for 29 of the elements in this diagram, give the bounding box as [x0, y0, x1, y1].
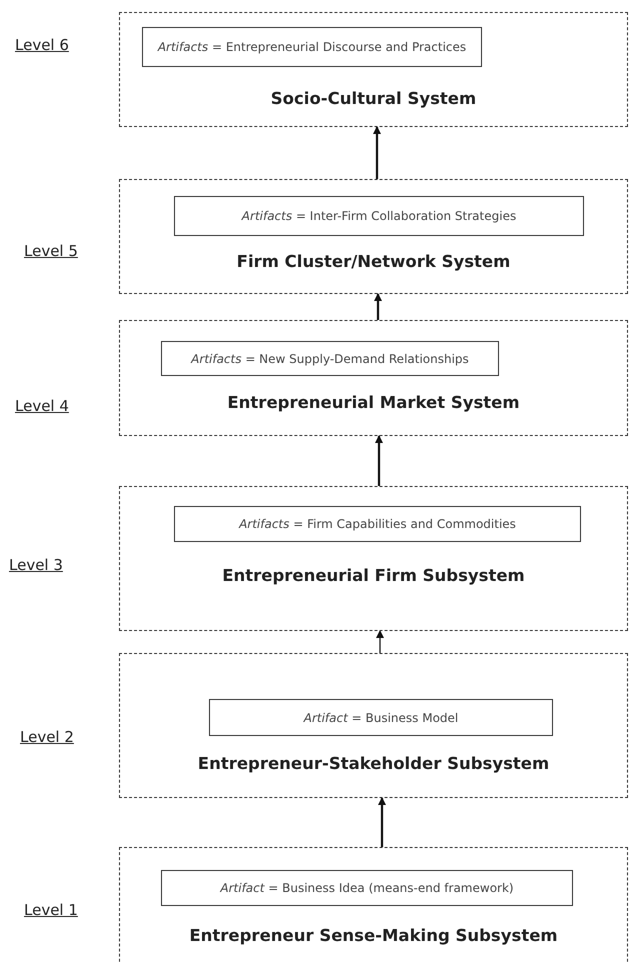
system-title: Entrepreneurial Firm Subsystem	[222, 566, 525, 585]
artifact-box: Artifact = Business Idea (means-end framework)	[161, 870, 573, 906]
level-box	[119, 486, 628, 631]
system-title: Entrepreneurial Market System	[227, 393, 520, 412]
artifact-box: Artifacts = New Supply-Demand Relationships	[161, 341, 499, 376]
level-box	[119, 653, 628, 798]
system-title: Entrepreneur-Stakeholder Subsystem	[198, 754, 550, 773]
artifact-box: Artifact = Business Model	[209, 699, 553, 736]
level-label: Level 6	[15, 36, 69, 54]
arrow	[378, 797, 386, 847]
level-label: Level 3	[9, 556, 63, 574]
system-title: Entrepreneur Sense-Making Subsystem	[189, 926, 558, 945]
arrow	[376, 630, 384, 653]
level-label: Level 2	[20, 728, 74, 746]
arrow	[373, 126, 381, 179]
artifact-box: Artifacts = Entrepreneurial Discourse and Practices	[142, 27, 482, 67]
arrow	[374, 293, 382, 320]
level-label: Level 5	[24, 242, 78, 260]
level-box	[119, 12, 628, 127]
arrow	[375, 435, 383, 486]
artifact-box: Artifacts = Inter-Firm Collaboration Strategies	[174, 196, 584, 236]
level-box	[119, 320, 628, 436]
artifact-box: Artifacts = Firm Capabilities and Commodities	[174, 506, 581, 542]
level-label: Level 1	[24, 901, 78, 919]
system-title: Firm Cluster/Network System	[236, 252, 510, 271]
level-label: Level 4	[15, 397, 69, 415]
level-box	[119, 179, 628, 294]
level-box	[119, 847, 628, 962]
system-title: Socio-Cultural System	[270, 89, 476, 108]
